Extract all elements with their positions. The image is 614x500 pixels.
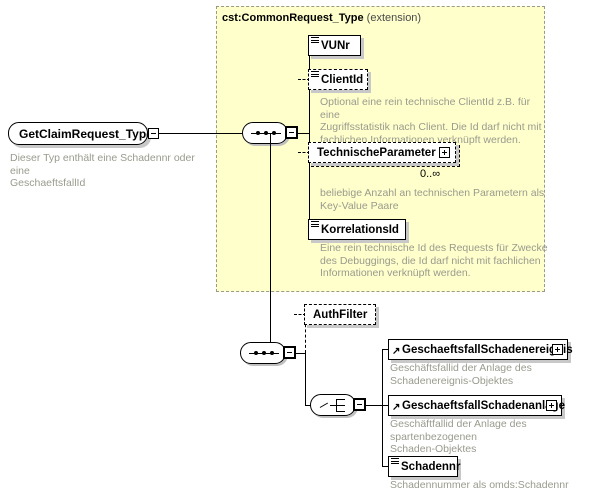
connector-branch-geschaeftsfallschadenanlage <box>382 405 390 406</box>
connector-branch-schadennr <box>382 466 390 467</box>
connector-root-vertical <box>270 133 271 353</box>
connector-choice-stub <box>365 405 382 406</box>
extension-group-title: cst:CommonRequest_Type (extension) <box>222 12 421 24</box>
sequence-glyph-dot <box>264 131 268 135</box>
annotation-korrelationsid: Eine rein technische Id des Requests für… <box>320 242 548 279</box>
connector-branch-geschaeftsfallschadenereignis <box>382 349 390 350</box>
choice-glyph-branch <box>336 405 345 406</box>
choice-glyph-stem <box>330 405 337 406</box>
root-type-box[interactable]: GetClaimRequest_Type <box>8 122 153 145</box>
root-type-annotation: Dieser Typ enthält eine Schadennr oder e… <box>10 152 195 189</box>
reference-arrow-icon: ↗ <box>392 346 401 357</box>
node-korrelationsid[interactable]: KorrelationsId <box>308 219 406 240</box>
sequence-bottom-collapse-icon[interactable] <box>283 346 296 359</box>
sequence-glyph-dot <box>262 351 266 355</box>
root-type-label: GetClaimRequest_Type <box>19 126 153 141</box>
element-icon <box>311 221 319 229</box>
connector-sequence-top-stub <box>297 133 309 134</box>
cardinality-technischeparameter: 0..∞ <box>420 168 441 180</box>
choice-glyph-branch <box>336 411 345 412</box>
node-schadennr-label: Schadennr <box>401 460 461 473</box>
sequence-glyph-dot <box>254 351 258 355</box>
element-icon <box>391 458 399 466</box>
reference-arrow-icon: ↗ <box>392 402 401 413</box>
node-geschaeftsfallschadenanlage[interactable]: ↗ GeschaeftsfallSchadenanlage <box>388 395 565 416</box>
geschaeftsfallschadenereignis-expand-icon[interactable] <box>552 344 563 355</box>
connector-branch-authfilter <box>294 314 306 315</box>
node-korrelationsid-label: KorrelationsId <box>321 223 399 236</box>
node-authfilter-label: AuthFilter <box>313 308 368 321</box>
connector-sequence-bottom-stub <box>295 353 305 354</box>
connector-sequence-bottom-trunk-upper <box>305 314 306 353</box>
annotation-geschaeftsfallschadenereignis: Geschäftsfallid der Anlage des Schadener… <box>390 362 532 387</box>
sequence-glyph-dot <box>256 131 260 135</box>
node-clientid[interactable]: ClientId <box>308 69 368 90</box>
connector-branch-technischeparameter <box>298 152 310 153</box>
sequence-compositor-top[interactable] <box>242 122 288 144</box>
node-geschaeftsfallschadenanlage-label: GeschaeftsfallSchadenanlage <box>402 399 565 412</box>
node-geschaeftsfallschadenereignis-label: GeschaeftsfallSchadenereignis <box>402 343 573 356</box>
node-technischeparameter[interactable]: TechnischeParameter <box>308 142 456 163</box>
annotation-geschaeftsfallschadenanlage: Geschäftfallid der Anlage des spartenbez… <box>390 418 527 455</box>
connector-sequence-top-trunk <box>309 45 310 229</box>
annotation-schadennr: Schadennummer als omds:Schadennr <box>390 479 569 491</box>
node-clientid-label: ClientId <box>321 73 364 86</box>
choice-collapse-icon[interactable] <box>353 398 366 411</box>
node-vunr-label: VUNr <box>321 39 350 52</box>
sequence-compositor-bottom[interactable] <box>240 342 286 364</box>
connector-root-to-sequence <box>159 133 242 134</box>
technischeparameter-expand-icon[interactable] <box>439 147 450 158</box>
root-collapse-icon[interactable] <box>148 128 159 139</box>
node-authfilter[interactable]: AuthFilter <box>304 304 376 325</box>
connector-to-choice <box>305 405 311 406</box>
sequence-top-collapse-icon[interactable] <box>285 126 298 139</box>
choice-glyph-branch <box>336 399 345 400</box>
element-icon <box>311 71 319 79</box>
node-geschaeftsfallschadenereignis[interactable]: ↗ GeschaeftsfallSchadenereignis <box>388 339 573 360</box>
sequence-glyph-dot <box>270 351 274 355</box>
sequence-glyph-dot <box>272 131 276 135</box>
extension-kind-label: (extension) <box>366 12 422 24</box>
connector-choice-trunk <box>382 349 383 466</box>
annotation-clientid: Optional eine rein technische ClientId z… <box>320 96 542 146</box>
geschaeftsfallschadenanlage-expand-icon[interactable] <box>546 400 557 411</box>
choice-glyph-slash <box>319 402 329 408</box>
element-icon <box>311 37 319 45</box>
extension-type-name: cst:CommonRequest_Type <box>222 12 364 24</box>
annotation-technischeparameter: beliebige Anzahl an technischen Paramete… <box>320 187 545 212</box>
connector-branch-clientid <box>298 79 310 80</box>
connector-sequence-bottom-trunk-lower <box>305 353 306 405</box>
node-technischeparameter-label: TechnischeParameter <box>317 146 436 159</box>
choice-compositor[interactable] <box>310 394 356 416</box>
node-vunr[interactable]: VUNr <box>308 35 361 56</box>
repeat-indicator <box>311 145 460 167</box>
node-schadennr[interactable]: Schadennr <box>388 456 461 477</box>
